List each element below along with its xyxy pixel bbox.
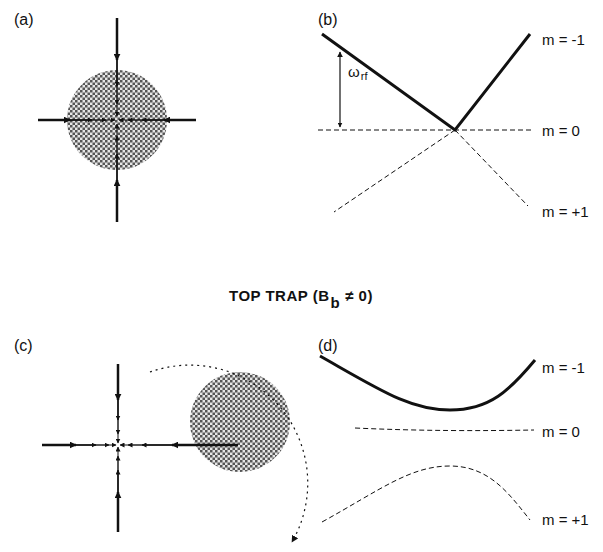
frequency-subscript: rf xyxy=(361,71,368,82)
level-label: m = +1 xyxy=(542,204,589,219)
level-label: m = -1 xyxy=(542,360,585,375)
panel-letter: (a) xyxy=(14,12,34,28)
level-label: m = 0 xyxy=(542,123,580,138)
level-label: m = 0 xyxy=(542,424,580,439)
level-label: m = -1 xyxy=(542,32,585,47)
trap-title: TOP TRAP (B xyxy=(229,288,330,303)
panel-letter: (b) xyxy=(318,12,338,28)
panel-letter: (c) xyxy=(14,338,33,354)
title-subscript: b xyxy=(331,295,341,310)
gradient-arrows-a xyxy=(38,18,196,222)
panel-letter: (d) xyxy=(318,338,338,354)
gradient-arrows-c xyxy=(42,364,238,532)
level-label: m = +1 xyxy=(542,512,589,527)
frequency-symbol: ω xyxy=(348,64,360,79)
orbit-path xyxy=(150,365,308,542)
trap-title: ≠ 0) xyxy=(345,288,373,303)
atom-cloud-c xyxy=(190,372,290,472)
energy-levels-b xyxy=(318,34,532,212)
energy-levels-d xyxy=(320,356,535,522)
